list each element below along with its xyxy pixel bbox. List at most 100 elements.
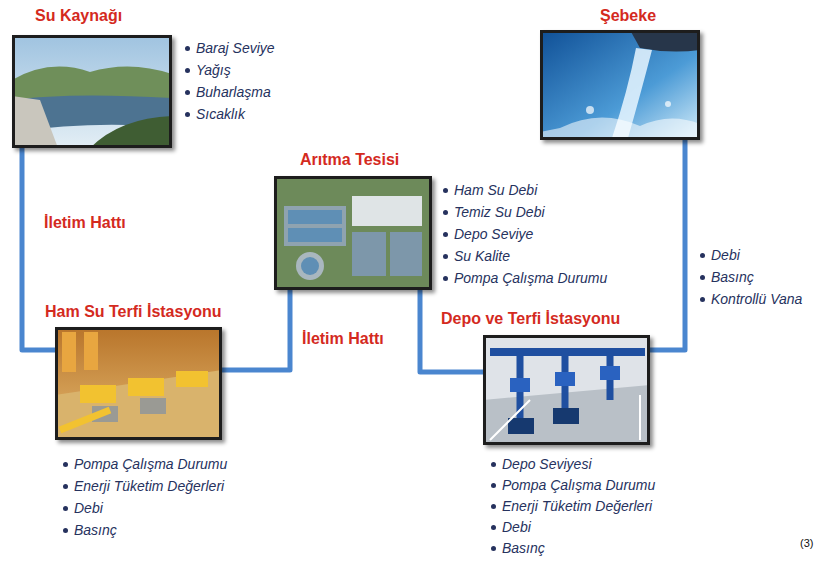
- station-heading: Şebeke: [600, 7, 656, 25]
- pump: [176, 371, 208, 387]
- clarifier: [296, 252, 324, 280]
- line-measurement: Basınç: [711, 269, 754, 286]
- line-label: İletim Hattı: [42, 214, 128, 232]
- station-heading: Ham Su Terfi İstasyonu: [45, 303, 222, 321]
- motor-block: [140, 398, 166, 414]
- station-photo-frame: Arıtma TesisiHam Su DebiTemiz Su DebiDep…: [274, 176, 432, 290]
- bullet-row: Yağış: [185, 61, 231, 79]
- measured-value: Buharlaşma: [196, 84, 271, 101]
- bullet-row: Debi: [491, 518, 531, 536]
- bullet-row: Pompa Çalışma Durumu: [63, 455, 227, 473]
- line-measurement: Kontrollü Vana: [711, 291, 802, 308]
- bullet-dot: [63, 528, 68, 533]
- wall-panel: [84, 332, 98, 370]
- bullet-dot: [700, 297, 705, 302]
- measured-value: Pompa Çalışma Durumu: [502, 477, 655, 494]
- measured-value: Sıcaklık: [196, 106, 245, 123]
- sky: [12, 35, 172, 148]
- hall-wall: [55, 327, 222, 440]
- free-label: Debi: [700, 246, 740, 264]
- droplet: [665, 101, 671, 107]
- basin: [284, 206, 346, 246]
- bullet-dot: [443, 188, 448, 193]
- heading-holder: Şebeke: [600, 7, 656, 25]
- station-photo-frame: Şebeke: [540, 30, 700, 140]
- pipe: [60, 410, 110, 430]
- bullet-row: Enerji Tüketim Değerleri: [491, 497, 652, 515]
- bullet-row: Pompa Çalışma Durumu: [491, 476, 655, 494]
- bullet-dot: [443, 254, 448, 259]
- station-photo-frame: Su KaynağıBaraj SeviyeYağışBuharlaşmaSıc…: [12, 35, 172, 148]
- bullet-dot: [700, 275, 705, 280]
- transmission-line: [222, 290, 290, 370]
- heading-holder: Arıtma Tesisi: [300, 151, 399, 169]
- dam-lake-photo: [12, 35, 172, 148]
- bullet-dot: [700, 253, 705, 258]
- measured-value: Pompa Çalışma Durumu: [454, 270, 607, 287]
- measured-value: Pompa Çalışma Durumu: [74, 456, 227, 473]
- bullet-dot: [63, 484, 68, 489]
- line-label: İletim Hattı: [300, 330, 386, 348]
- valve: [510, 378, 530, 392]
- railing: [490, 395, 640, 440]
- measured-value: Debi: [502, 519, 531, 536]
- bullet-dot: [185, 46, 190, 51]
- bullet-dot: [185, 90, 190, 95]
- dam-wall: [12, 96, 58, 148]
- bullet-dot: [491, 504, 496, 509]
- measured-value: Basınç: [502, 540, 545, 557]
- pump-hall-photo: [55, 327, 222, 440]
- transmission-line: [420, 290, 483, 372]
- clarifier-water: [301, 257, 319, 275]
- measured-value: Su Kalite: [454, 248, 510, 265]
- ground: [274, 176, 432, 290]
- bullet-dot: [491, 546, 496, 551]
- bullet-row: Pompa Çalışma Durumu: [443, 269, 607, 287]
- filter-basin: [390, 232, 422, 276]
- valve: [555, 372, 575, 386]
- line-measurement: Debi: [711, 247, 740, 264]
- station-heading: Arıtma Tesisi: [300, 151, 399, 169]
- bullet-row: Basınç: [491, 539, 545, 557]
- basin-water: [288, 210, 342, 224]
- splash: [540, 117, 700, 140]
- heading-holder: Ham Su Terfi İstasyonu: [45, 303, 222, 321]
- bullet-dot: [185, 68, 190, 73]
- pump: [508, 418, 534, 434]
- faucet: [630, 30, 700, 52]
- bullet-dot: [491, 462, 496, 467]
- bullet-row: Temiz Su Debi: [443, 203, 545, 221]
- filter-basin: [352, 232, 386, 276]
- station-photo-frame: Ham Su Terfi İstasyonuPompa Çalışma Duru…: [55, 327, 222, 440]
- basin-water: [288, 228, 342, 242]
- free-label: Kontrollü Vana: [700, 290, 802, 308]
- station-photo-frame: Depo ve Terfi İstasyonuDepo SeviyesiPomp…: [483, 335, 650, 445]
- droplet: [586, 106, 594, 114]
- pumping-station-photo: [483, 335, 650, 445]
- building: [352, 196, 422, 226]
- bullet-dot: [443, 276, 448, 281]
- bullet-dot: [63, 506, 68, 511]
- measured-value: Depo Seviyesi: [502, 456, 592, 473]
- bullet-row: Ham Su Debi: [443, 181, 537, 199]
- free-label: (3): [800, 533, 813, 551]
- bullet-row: Basınç: [63, 521, 117, 539]
- bullet-row: Buharlaşma: [185, 83, 271, 101]
- bullet-row: Su Kalite: [443, 247, 510, 265]
- measured-value: Yağış: [196, 62, 231, 79]
- foreground-trees: [90, 116, 172, 148]
- measured-value: Debi: [74, 500, 103, 517]
- valve: [600, 366, 620, 380]
- measured-value: Temiz Su Debi: [454, 204, 545, 221]
- station-heading: Depo ve Terfi İstasyonu: [441, 310, 620, 328]
- bullet-dot: [491, 525, 496, 530]
- measured-value: Basınç: [74, 522, 117, 539]
- free-label: Basınç: [700, 268, 754, 286]
- wall-panel: [62, 332, 76, 372]
- station-wall: [483, 335, 650, 445]
- pump: [553, 408, 579, 424]
- tap-water-photo: [540, 30, 700, 140]
- pump: [80, 385, 116, 403]
